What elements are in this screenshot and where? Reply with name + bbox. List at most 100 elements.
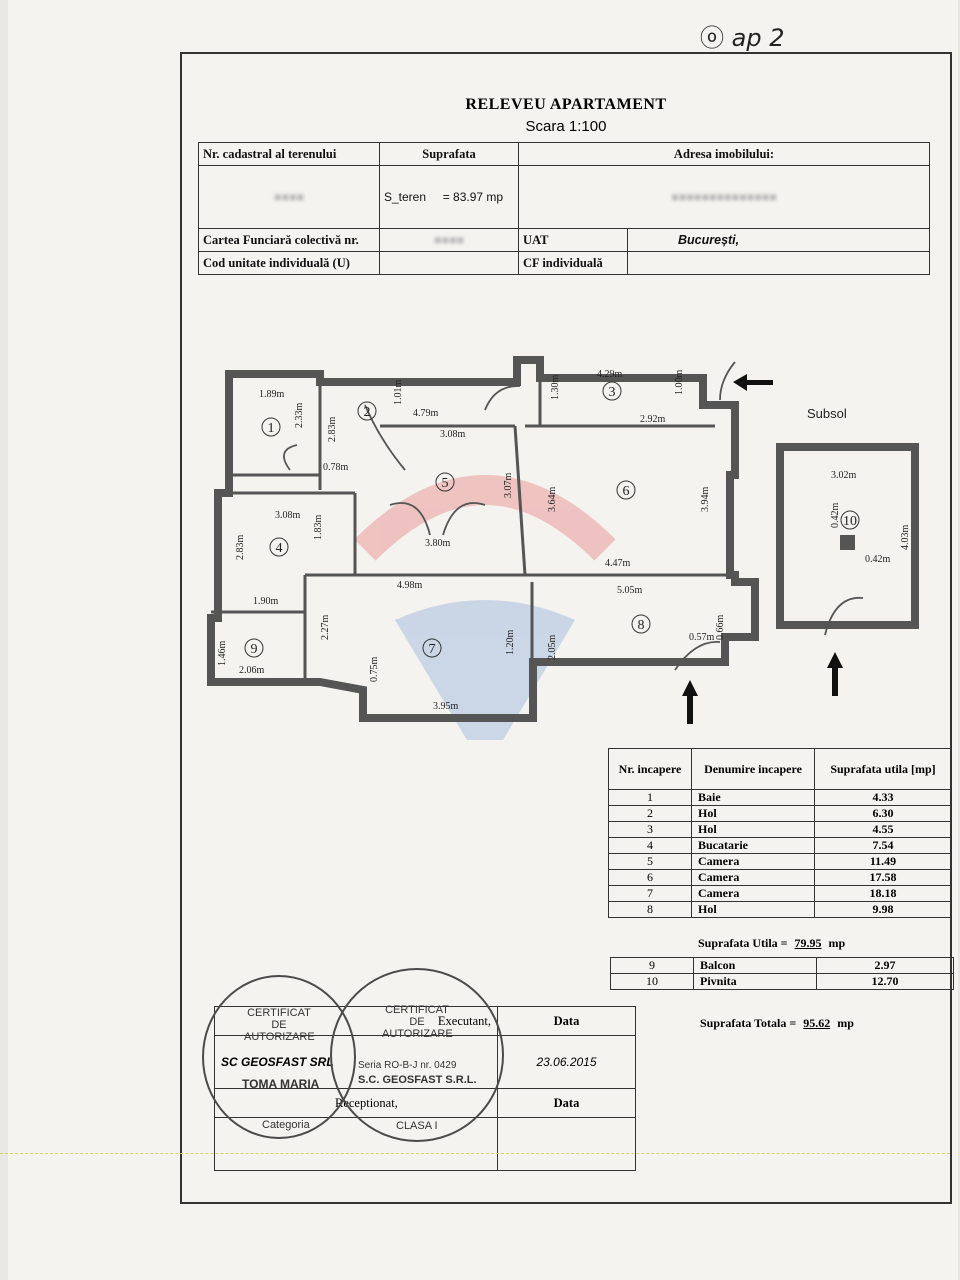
dim-label: 1.30m [550,375,561,401]
dim-label: 1.46m [217,641,228,667]
legend-header-nr: Nr. incapere [608,748,692,790]
dim-label: 2.05m [547,635,558,661]
dim-label: 0.66m [715,615,726,641]
dim-label: 0.42m [830,503,841,529]
row-name: Bucatarie [691,837,815,854]
dim-label: 4.03m [900,525,911,551]
cf-colectiva-label: Cartea Funciară colectivă nr. [198,228,380,252]
dim-label: 2.06m [239,665,265,676]
s-teren-label: S_teren [384,190,427,204]
dim-label: 1.20m [505,630,516,656]
row-area: 4.33 [814,789,952,806]
room-2-number: 2 [364,405,371,420]
arrow-up-icon [827,652,843,696]
scale-label: Scara 1:100 [525,118,607,135]
unit-label: mp [828,936,846,950]
room-5-number: 5 [442,476,449,491]
stamp-right: CERTIFICAT DE AUTORIZARE Seria RO-B-J nr… [330,968,504,1142]
pivnita-column [840,535,855,550]
handwritten-note: ⓞ ap 2 [700,24,785,52]
row-area: 12.70 [816,973,954,990]
stamp-left-certificat: CERTIFICAT DE AUTORIZARE [244,1007,315,1043]
dim-label: 1.83m [313,515,324,541]
entrance-arrows [682,374,843,724]
stamp-left: CERTIFICAT DE AUTORIZARE TOMA MARIA Cate… [202,975,356,1139]
room-10-number: 10 [843,514,857,529]
cf-individuala-label: CF individuală [518,251,628,275]
dim-label: 3.08m [275,510,301,521]
dim-label: 4.47m [605,558,631,569]
wall-outline-subsol [776,443,919,629]
dim-label: 2.27m [320,615,331,641]
s-teren-cell: S_teren = 83.97 mp [379,165,519,229]
row-name: Hol [691,805,815,822]
row-area: 11.49 [814,853,952,870]
room-6-number: 6 [623,484,630,499]
s-teren-value: = 83.97 mp [442,190,504,204]
dim-label: 3.80m [425,538,451,549]
dim-label: 3.94m [700,487,711,513]
suprafata-totala-value: 95.62 [803,1016,831,1030]
cf-individuala-value [627,251,930,275]
dim-label: 2.83m [327,417,338,443]
receptionat-date [497,1117,636,1171]
row-area: 9.98 [814,901,952,918]
stamp-right-seria: Seria RO-B-J nr. 0429 [358,1060,457,1071]
dim-label: 3.95m [433,701,459,712]
row-nr: 1 [608,789,692,806]
uat-value: București, [627,228,930,252]
uat-label: UAT [518,228,628,252]
dim-label: 4.98m [397,580,423,591]
dim-label: 2.83m [235,535,246,561]
row-area: 4.55 [814,821,952,838]
dim-label: 0.57m [689,632,715,643]
row-nr: 6 [608,869,692,886]
row-nr: 5 [608,853,692,870]
dim-label: 1.00m [674,370,685,396]
row-area: 18.18 [814,885,952,902]
dim-label: 5.05m [617,585,643,596]
dim-label: 3.02m [831,470,857,481]
row-area: 7.54 [814,837,952,854]
floor-plan: 1 2 3 4 5 6 7 8 9 10 1.89m 2.33m 2.83m 0… [207,356,919,740]
adresa-header: Adresa imobilului: [518,142,930,166]
arrow-up-icon [682,680,698,724]
suprafata-totala: Suprafata Totala = 95.62 mp [700,1016,854,1031]
dim-label: 3.07m [503,473,514,499]
room-8-number: 8 [638,618,645,633]
dim-label: 0.78m [323,462,349,473]
suprafata-utila-value: 79.95 [794,936,822,950]
cadastral-header: Nr. cadastral al terenului [198,142,380,166]
legend-header-name: Denumire incapere [691,748,815,790]
cod-unitate-value [379,251,519,275]
row-nr: 8 [608,901,692,918]
cadastral-value: ■■■■ [198,165,380,229]
stamp-right-clasa: CLASA I [396,1120,438,1132]
legend-header-area: Suprafata utila [mp] [814,748,952,790]
dim-label: 4.79m [413,408,439,419]
row-nr: 7 [608,885,692,902]
dim-label: 4.29m [597,369,623,380]
arrow-left-icon [733,374,773,391]
unit-label: mp [837,1016,854,1030]
stamp-left-categoria: Categoria [262,1119,310,1131]
row-nr: 10 [610,973,694,990]
row-nr: 4 [608,837,692,854]
row-name: Camera [691,885,815,902]
row-name: Balcon [693,957,817,974]
row-name: Camera [691,853,815,870]
row-name: Baie [691,789,815,806]
stamp-left-name: TOMA MARIA [242,1077,320,1091]
watermark-logo [354,475,616,740]
dim-label: 0.75m [369,657,380,683]
info-table: Nr. cadastral al terenului Suprafata Adr… [198,142,930,275]
dim-label: 1.89m [259,389,285,400]
